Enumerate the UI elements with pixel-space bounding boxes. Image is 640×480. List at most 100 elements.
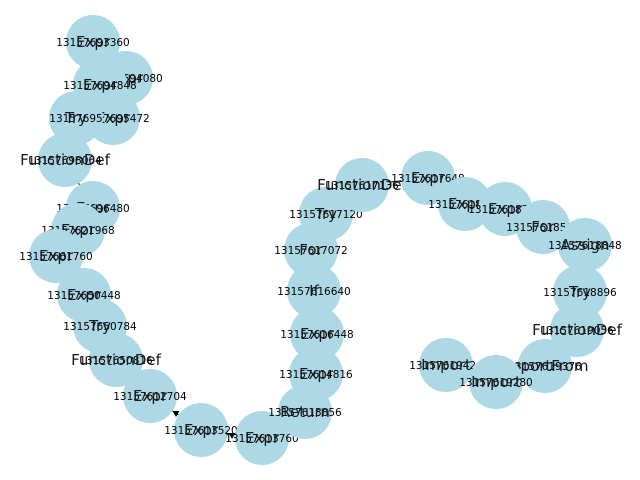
node-id-label: 13157618896 [543, 287, 617, 299]
node-id-label: 13157650784 [63, 321, 137, 333]
node-id-label: 13157619280 [459, 377, 533, 389]
node-type-label: Return [280, 403, 330, 421]
node-type-label: Expr [411, 169, 446, 187]
node-circle [289, 347, 343, 401]
node-id-label: 13157613760 [225, 433, 299, 445]
node-type-label: FunctionDef [20, 151, 111, 169]
node-type-label: Expr [76, 33, 111, 51]
node-type-label: Try [88, 317, 111, 335]
node-id-label: 13157618560 [506, 222, 580, 234]
node-circle [86, 91, 140, 145]
node-id-label: 13157617136 [325, 180, 399, 192]
node-type-label: If [309, 282, 319, 300]
node-type-label: Expr [184, 421, 219, 439]
node-circle [235, 411, 289, 465]
node-type-label: Try [314, 205, 337, 223]
node-id-label: 13157617648 [391, 173, 465, 185]
node-type-label: ImportFrom [502, 357, 589, 375]
node-type-label: FunctionDef [71, 351, 162, 369]
node-id-label: 13157695 [49, 113, 102, 125]
node-id-label: 13157650448 [47, 290, 121, 302]
node-circle [438, 177, 492, 231]
node-id-label: 13157616640 [277, 286, 351, 298]
node-type-label: Expr [299, 365, 334, 383]
node-id-label: 13157618848 [548, 240, 622, 252]
node-id-label: 13157614816 [279, 369, 353, 381]
node-type-label: Expr [300, 325, 335, 343]
node-type-label: Expr [83, 76, 118, 94]
node-id-label: 13157617072 [274, 245, 348, 257]
node-id-label: 13157619056 [540, 325, 614, 337]
node-circle [123, 369, 177, 423]
node-circle [558, 218, 612, 272]
node-type-label: Expr [133, 387, 168, 405]
node-circle [287, 264, 341, 318]
node-type-label: Expr [245, 429, 280, 447]
node-type-label: FunctionDef [532, 321, 623, 339]
node-circle [38, 133, 92, 187]
node-id-label: 13157698064 [28, 155, 102, 167]
node-circle [419, 338, 473, 392]
node-type-label: Import [421, 356, 471, 374]
node-type-label: Try [568, 283, 591, 301]
node-circle [49, 91, 103, 145]
node-id-label: 13157693360 [56, 37, 130, 49]
node-id-label: 13157613856 [268, 407, 342, 419]
edge-arrowhead [228, 433, 236, 439]
node-circle [516, 200, 570, 254]
node-circle [469, 355, 523, 409]
node-circle [29, 229, 83, 283]
node-type-label: FunctionDef [317, 176, 408, 194]
node-circle [299, 187, 353, 241]
node-id-label: 13157613520 [164, 425, 238, 437]
node-type-label: Expr [448, 195, 483, 213]
node-type-label: For [299, 241, 323, 259]
node-id-label: 13157661760 [19, 251, 93, 263]
node-circle [89, 333, 143, 387]
node-type-label: Expr [67, 286, 102, 304]
node-type-label: Expr [488, 200, 523, 218]
node-type-label: Import [471, 373, 521, 391]
node-circle [518, 339, 572, 393]
node-type-label: Try [64, 109, 87, 127]
node-circle [290, 307, 344, 361]
node-id-label: 13157619424 [409, 360, 483, 372]
node-id-label: 13157612704 [113, 391, 187, 403]
node-id-label: 13157650816 [79, 355, 153, 367]
node-id-label: 13157619376 [508, 361, 582, 373]
node-id-label: 13157694848 [63, 80, 137, 92]
node-circle [335, 158, 389, 212]
node-type-label: For [531, 218, 555, 236]
node-id-label: 13157617120 [289, 209, 363, 221]
node-circle [66, 15, 120, 69]
node-type-label: Assign [560, 236, 609, 254]
node-id-label: 13157616448 [280, 329, 354, 341]
node-circle [550, 303, 604, 357]
node-circle [174, 403, 228, 457]
node-type-label: Expr [39, 247, 74, 265]
